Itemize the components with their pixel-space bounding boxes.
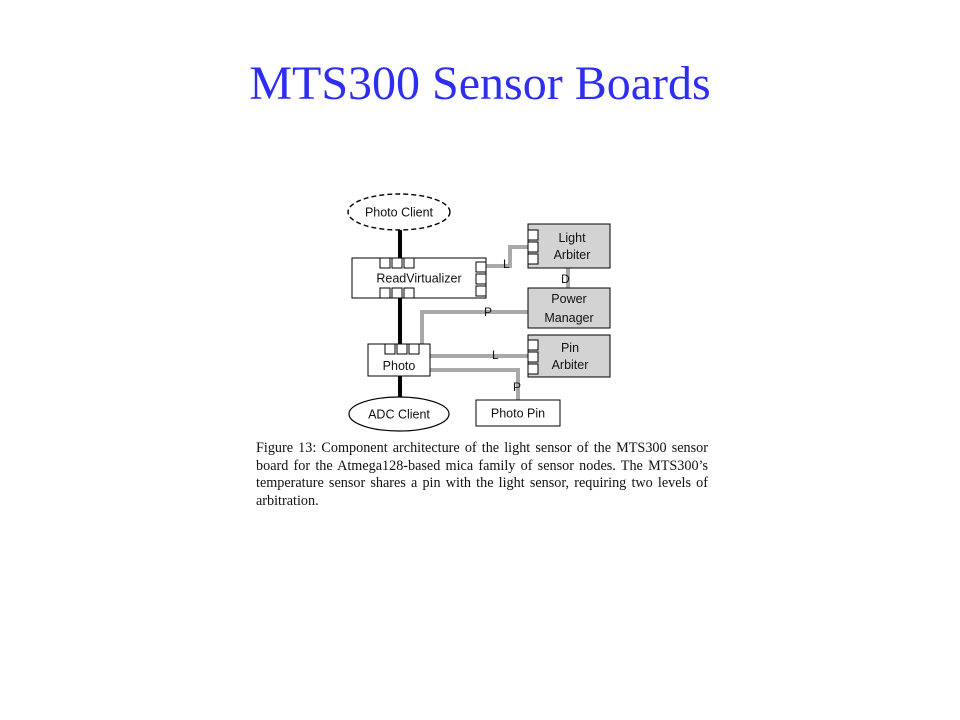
power-manager-label-2: Manager xyxy=(544,311,593,325)
edge-label-rv-power-manager: P xyxy=(484,305,492,319)
photo-client-node: Photo Client xyxy=(347,193,451,231)
light-arbiter-label-1: Light xyxy=(558,231,586,245)
edge-label-photo-pin-arbiter: L xyxy=(492,348,499,362)
light-arbiter-label-2: Arbiter xyxy=(554,248,591,262)
wire-photo-photo-pin xyxy=(430,368,520,400)
pin-arbiter-node: Pin Arbiter xyxy=(527,334,611,378)
edge-label-photo-photo-pin: P xyxy=(513,380,521,394)
edge-label-light-arbiter-power-manager: D xyxy=(561,272,570,286)
figure-caption: Figure 13: Component architecture of the… xyxy=(256,440,708,509)
edge-label-rv-light-arbiter: L xyxy=(503,257,510,271)
pin-arbiter-label-1: Pin xyxy=(561,341,579,355)
photo-node: Photo xyxy=(367,343,431,377)
power-manager-node: Power Manager xyxy=(527,287,611,329)
read-virtualizer-label: ReadVirtualizer xyxy=(376,272,461,286)
photo-label: Photo xyxy=(383,359,416,373)
slide-title: MTS300 Sensor Boards xyxy=(249,57,711,110)
photo-pin-label: Photo Pin xyxy=(491,407,545,421)
photo-pin-node: Photo Pin xyxy=(475,399,561,427)
wire-rv-light-arbiter xyxy=(486,245,528,268)
adc-client-label: ADC Client xyxy=(368,408,430,422)
photo-client-label: Photo Client xyxy=(365,206,434,220)
wire-rv-power-manager xyxy=(420,310,528,344)
power-manager-label-1: Power xyxy=(551,292,586,306)
pin-arbiter-label-2: Arbiter xyxy=(552,358,589,372)
light-arbiter-node: Light Arbiter xyxy=(527,223,611,269)
read-virtualizer-node: ReadVirtualizer xyxy=(351,257,487,299)
adc-client-node: ADC Client xyxy=(348,396,450,432)
